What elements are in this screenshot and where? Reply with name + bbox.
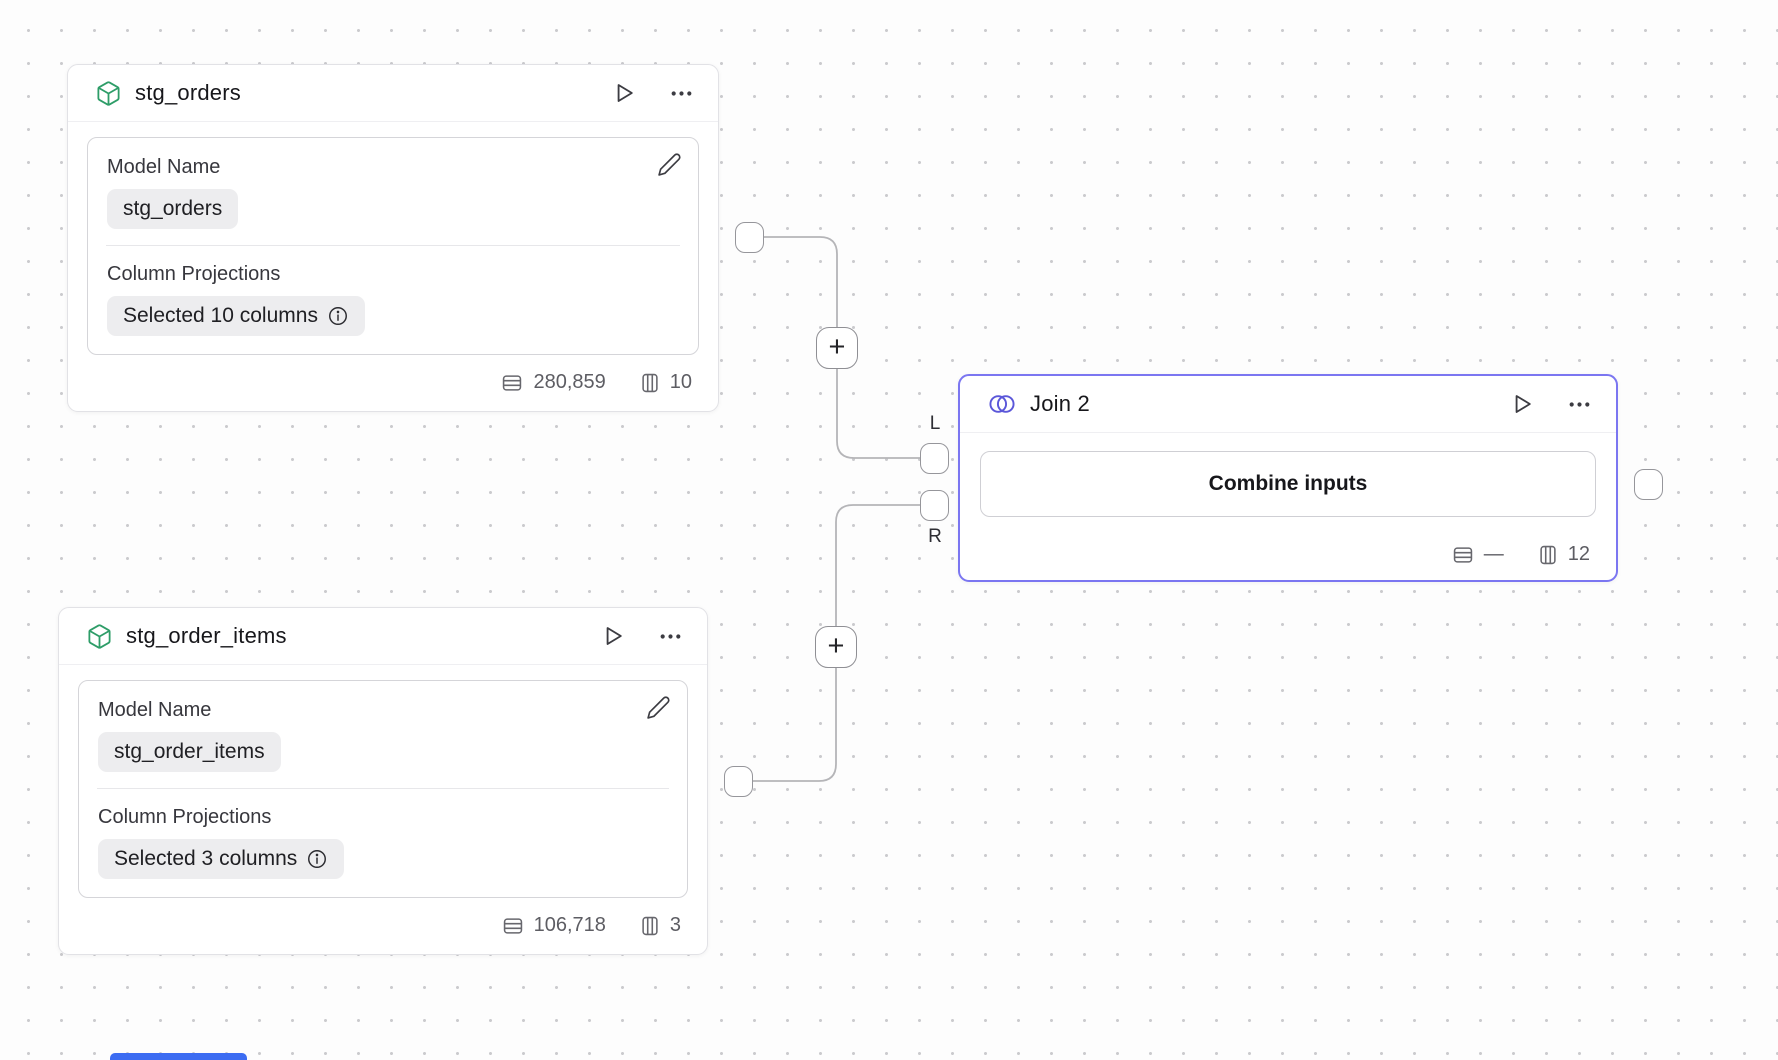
divider xyxy=(106,245,680,246)
node-body: Model Name stg_orders Column Projections… xyxy=(68,122,718,355)
node-stats: — 12 xyxy=(960,543,1616,580)
ellipsis-icon[interactable] xyxy=(669,81,694,106)
add-step-on-edge-button[interactable]: + xyxy=(816,327,858,369)
node-stg-orders-header: stg_orders xyxy=(68,65,718,122)
node-join-2[interactable]: Join 2 Combine inputs — 12 xyxy=(958,374,1618,582)
column-projections-chip[interactable]: Selected 10 columns xyxy=(107,296,365,336)
node-title: Join 2 xyxy=(1030,391,1090,416)
offscreen-node-peek[interactable] xyxy=(110,1053,247,1060)
add-step-on-edge-button[interactable]: + xyxy=(815,626,857,668)
table-rows-icon xyxy=(1451,544,1475,566)
pencil-icon[interactable] xyxy=(646,695,671,720)
ellipsis-icon[interactable] xyxy=(1567,392,1592,417)
ellipsis-icon[interactable] xyxy=(658,624,683,649)
stg-order-items-output-port[interactable] xyxy=(724,766,753,797)
info-icon[interactable] xyxy=(327,305,349,327)
table-rows-icon xyxy=(500,372,524,394)
table-columns-icon xyxy=(639,915,661,937)
right-port-label: R xyxy=(928,526,942,547)
play-icon[interactable] xyxy=(600,623,626,649)
cube-icon xyxy=(86,623,113,650)
stg-order-items-config-card: Model Name stg_order_items Column Projec… xyxy=(78,680,688,898)
row-count: 106,718 xyxy=(533,914,606,936)
column-projections-chip[interactable]: Selected 3 columns xyxy=(98,839,345,879)
table-rows-icon xyxy=(501,915,525,937)
column-count: 3 xyxy=(669,914,681,936)
play-icon[interactable] xyxy=(611,80,637,106)
node-title: stg_order_items xyxy=(126,623,287,648)
cube-icon xyxy=(95,80,122,107)
stg-orders-config-card: Model Name stg_orders Column Projections… xyxy=(87,137,699,355)
divider xyxy=(97,788,669,789)
node-stg-order-items-header: stg_order_items xyxy=(59,608,707,665)
row-count: 280,859 xyxy=(533,371,606,393)
pencil-icon[interactable] xyxy=(657,152,682,177)
join-right-input-port[interactable] xyxy=(920,490,949,521)
join-output-port[interactable] xyxy=(1634,469,1663,500)
model-name-value: stg_orders xyxy=(123,197,223,220)
column-projections-label: Column Projections xyxy=(107,263,281,285)
node-stats: 106,718 3 xyxy=(59,914,707,954)
model-name-label: Model Name xyxy=(107,156,221,178)
model-name-chip[interactable]: stg_order_items xyxy=(98,732,281,772)
model-name-value: stg_order_items xyxy=(114,740,265,763)
table-columns-icon xyxy=(639,372,661,394)
node-title: stg_orders xyxy=(135,80,241,105)
column-count: 12 xyxy=(1567,543,1590,565)
node-stg-orders[interactable]: stg_orders Model Name stg_orders Col xyxy=(67,64,719,412)
left-port-label: L xyxy=(929,413,941,434)
info-icon[interactable] xyxy=(306,848,328,870)
row-count: — xyxy=(1483,543,1504,565)
venn-circles-icon xyxy=(987,391,1017,417)
stg-orders-output-port[interactable] xyxy=(735,222,764,253)
column-projections-value: Selected 10 columns xyxy=(123,304,318,327)
column-projections-label: Column Projections xyxy=(98,806,272,828)
join-left-input-port[interactable] xyxy=(920,443,949,474)
table-columns-icon xyxy=(1537,544,1559,566)
model-name-label: Model Name xyxy=(98,699,212,721)
node-stats: 280,859 10 xyxy=(68,371,718,411)
column-count: 10 xyxy=(669,371,692,393)
combine-inputs-button[interactable]: Combine inputs xyxy=(980,451,1596,517)
column-projections-value: Selected 3 columns xyxy=(114,847,298,870)
play-icon[interactable] xyxy=(1509,391,1535,417)
node-join-2-header: Join 2 xyxy=(960,376,1616,433)
model-name-chip[interactable]: stg_orders xyxy=(107,189,239,229)
node-stg-order-items[interactable]: stg_order_items Model Name stg_order_ite… xyxy=(58,607,708,955)
node-body: Model Name stg_order_items Column Projec… xyxy=(59,665,707,898)
